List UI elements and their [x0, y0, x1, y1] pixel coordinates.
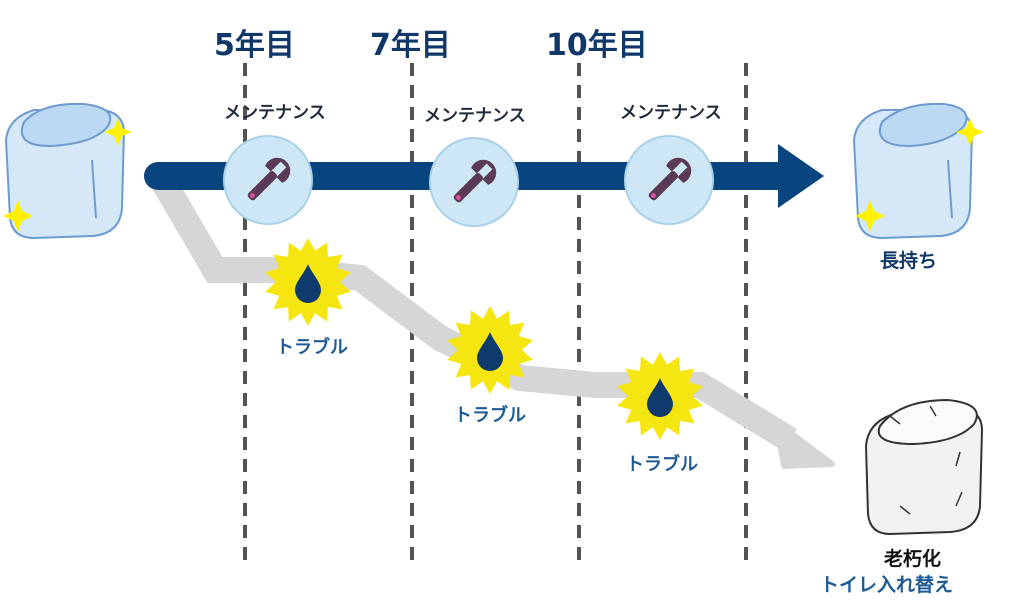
- maintenance-label: メンテナンス: [224, 103, 326, 123]
- outcome-aging: 老朽化: [884, 548, 942, 570]
- trouble-burst: [617, 352, 703, 440]
- trouble-burst: [265, 238, 351, 326]
- old-toilet-icon: [864, 398, 984, 536]
- maintenance-label: メンテナンス: [620, 103, 722, 123]
- outcome-long-lasting: 長持ち: [880, 250, 938, 272]
- water-drop-icon: [647, 378, 673, 417]
- year-label-5: 5年目: [214, 28, 295, 63]
- sparkle-icon: [855, 118, 984, 232]
- maintenance-wrench-2: [429, 137, 519, 227]
- year-label-10: 10年目: [546, 28, 648, 63]
- sparkle-icon: [3, 118, 132, 232]
- outcome-replace-toilet: トイレ入れ替え: [820, 574, 954, 596]
- wrench-icon: [648, 157, 692, 201]
- trouble-label: トラブル: [276, 337, 348, 358]
- maintenance-wrench-3: [624, 135, 714, 225]
- trouble-burst: [447, 306, 533, 394]
- maintenance-label: メンテナンス: [424, 106, 526, 126]
- wrench-icon: [247, 157, 291, 201]
- trouble-label: トラブル: [626, 454, 698, 475]
- new-toilet-icon: [4, 102, 126, 240]
- trouble-label: トラブル: [454, 405, 526, 426]
- year-label-7: 7年目: [370, 28, 451, 63]
- wrench-icon: [453, 159, 497, 203]
- water-drop-icon: [477, 332, 503, 371]
- maintenance-wrench-1: [223, 135, 313, 225]
- water-drop-icon: [295, 264, 321, 303]
- long-lasting-toilet-icon: [852, 102, 974, 240]
- trouble-bursts: [265, 238, 703, 440]
